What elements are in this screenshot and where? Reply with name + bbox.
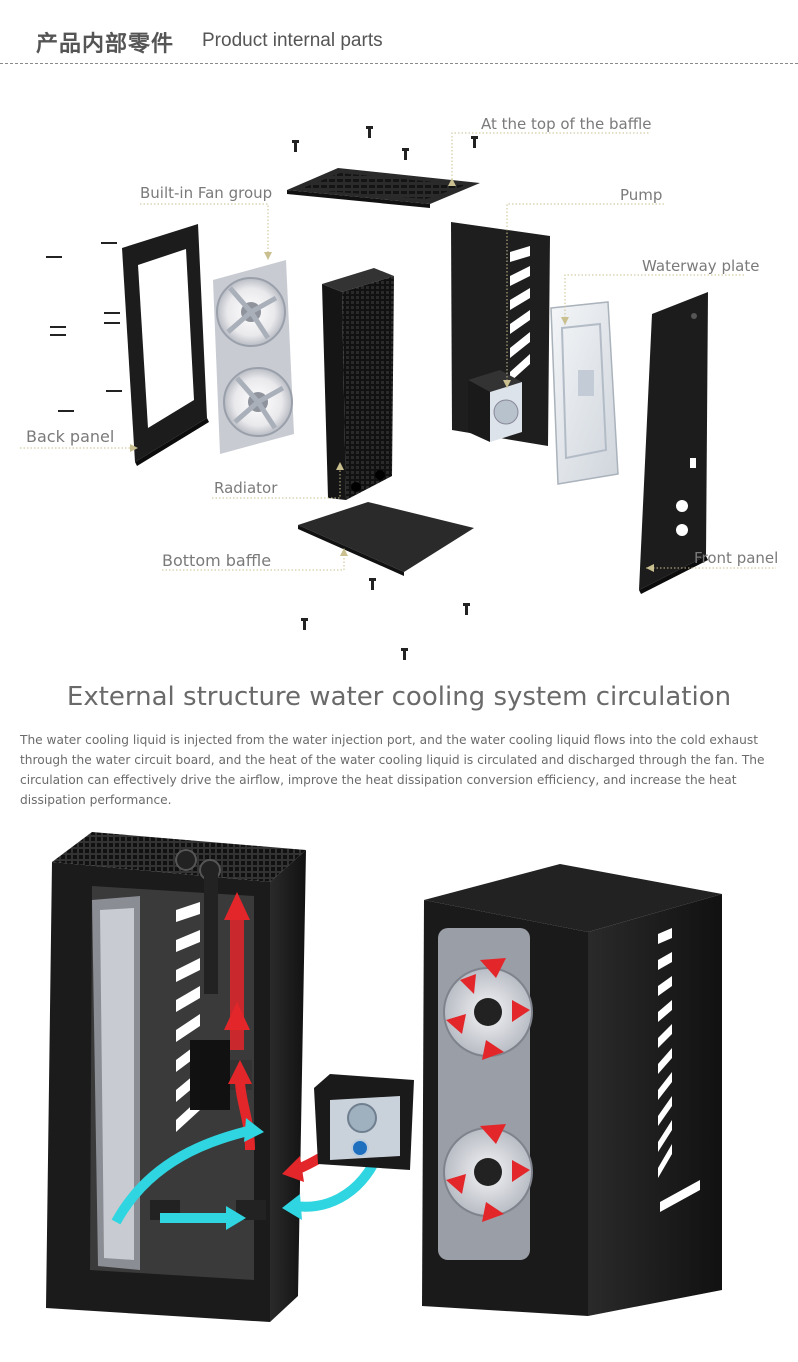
callout-markers	[130, 178, 654, 572]
pump	[468, 370, 522, 442]
pump-block	[314, 1074, 414, 1170]
fan-group	[213, 260, 294, 454]
callout-back-panel: Back panel	[26, 427, 114, 446]
callout-top-baffle: At the top of the baffle	[481, 115, 651, 133]
exploded-parts-diagram: At the top of the baffle Built-in Fan gr…	[20, 115, 778, 660]
callout-lines	[20, 132, 776, 571]
front-panel	[639, 292, 708, 594]
open-case	[46, 832, 306, 1322]
header-title-cn: 产品内部零件	[36, 32, 175, 57]
callout-waterway-plate: Waterway plate	[642, 257, 759, 275]
section-description: The water cooling liquid is injected fro…	[20, 733, 765, 807]
callout-bottom-baffle: Bottom baffle	[162, 551, 271, 570]
section-title: External structure water cooling system …	[66, 682, 732, 712]
back-panel	[122, 224, 209, 466]
cooling-system-illustration	[46, 832, 722, 1322]
waterway-plate	[550, 301, 619, 485]
callout-pump: Pump	[620, 186, 662, 204]
header-divider	[0, 63, 798, 64]
callout-fan-group: Built-in Fan group	[140, 184, 272, 202]
bottom-baffle	[298, 502, 474, 576]
closed-case	[422, 864, 722, 1316]
callout-radiator: Radiator	[214, 479, 278, 497]
callout-front-panel: Front panel	[694, 549, 778, 567]
fan-airflow-arrows	[446, 958, 530, 1222]
header-title-en: Product internal parts	[202, 30, 383, 51]
screws	[46, 126, 478, 660]
top-baffle	[287, 168, 480, 208]
radiator	[322, 268, 394, 500]
